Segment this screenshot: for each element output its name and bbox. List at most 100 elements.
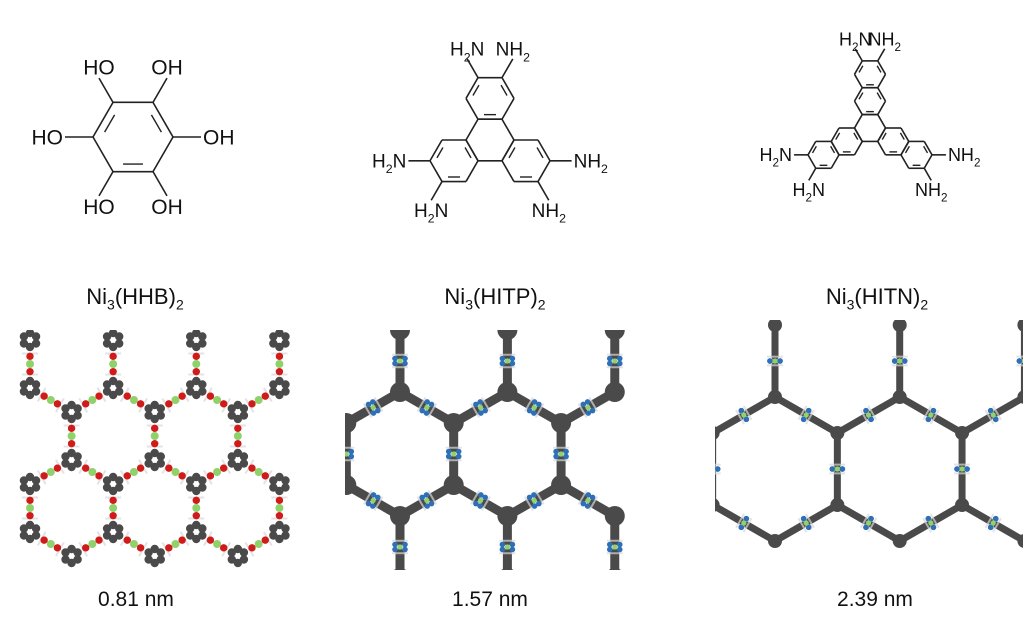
- double-bond: [858, 65, 864, 73]
- carbon-core: [608, 568, 621, 570]
- carbon-atom: [73, 404, 82, 413]
- nitrogen-atom: [424, 503, 430, 509]
- nickel-atom: [275, 360, 284, 368]
- carbon-atom: [19, 387, 29, 396]
- nickel-atom: [959, 466, 965, 472]
- carbon-atom: [67, 400, 76, 410]
- carbon-core: [551, 475, 572, 495]
- nickel-atom: [477, 497, 484, 504]
- carbon-atom: [269, 332, 278, 341]
- carbon-atom: [25, 534, 35, 544]
- bond: [501, 160, 515, 182]
- nitrogen-atom: [580, 401, 587, 408]
- nitrogen-atom: [509, 355, 516, 362]
- carbon-atom: [108, 390, 118, 400]
- double-bond: [472, 84, 480, 96]
- nitrogen-atom: [805, 407, 812, 414]
- bond: [429, 160, 443, 182]
- nitrogen-atom: [767, 358, 773, 364]
- carbon-atom: [281, 524, 290, 533]
- carbon-atom: [275, 390, 284, 400]
- bond: [152, 171, 168, 197]
- nickel-atom: [254, 540, 263, 548]
- nickel-atom: [531, 404, 537, 411]
- label-part: 2: [974, 157, 981, 170]
- nitrogen-atom: [499, 546, 506, 553]
- carbon-atom: [186, 380, 195, 389]
- bond: [923, 141, 933, 156]
- nitrogen-atom: [964, 466, 970, 472]
- label-part: NH: [948, 145, 974, 165]
- carbon-atom: [19, 339, 29, 348]
- carbon-atom: [239, 459, 249, 468]
- nickel-atom: [451, 451, 457, 457]
- nitrogen-atom: [616, 546, 623, 553]
- hydrogen-atoms: [867, 517, 878, 533]
- nickel-atom: [213, 468, 222, 476]
- hydrogen-atoms: [984, 513, 995, 529]
- carbon-atom: [102, 332, 112, 341]
- nitrogen-atom: [606, 546, 613, 553]
- double-bond: [464, 147, 472, 159]
- nitrogen-atom: [419, 494, 425, 501]
- nickel-atom: [612, 544, 618, 550]
- carbon-atom: [115, 483, 124, 492]
- nitrogen-atom: [705, 466, 711, 472]
- label-part: H: [372, 151, 386, 172]
- nitrogen-atom: [829, 466, 836, 472]
- bond: [877, 73, 887, 89]
- bond: [853, 127, 863, 142]
- carbon-atom: [233, 462, 243, 472]
- label-part: 2: [559, 211, 566, 225]
- oxygen-atom: [82, 544, 90, 552]
- carbon-atom: [150, 400, 159, 410]
- carbon-atom: [198, 524, 207, 533]
- bond: [900, 127, 910, 142]
- hydrogen-atoms: [373, 396, 384, 412]
- nh2-label: NH2: [868, 30, 901, 54]
- hydrogen-atoms: [797, 405, 808, 421]
- nitrogen-atom: [455, 453, 462, 460]
- carbon-atom: [61, 555, 70, 564]
- nitrogen-atom: [987, 407, 994, 414]
- nitrogen-atom: [392, 541, 398, 548]
- oh-label: OH: [151, 196, 183, 219]
- nitrogen-atom: [743, 515, 750, 522]
- carbon-core: [1017, 534, 1023, 548]
- double-bond: [150, 114, 162, 133]
- oxygen-atom: [261, 392, 269, 400]
- bond: [877, 100, 887, 115]
- nitrogen-atom: [370, 492, 377, 498]
- bond: [830, 154, 840, 169]
- carbon-atom: [150, 462, 159, 472]
- nitrogen-atom: [375, 494, 381, 501]
- carbon-atom: [281, 476, 290, 485]
- bond: [853, 87, 863, 102]
- nickel-atom: [46, 540, 55, 548]
- carbon-atom: [31, 332, 41, 341]
- label-part: N: [471, 40, 485, 61]
- carbon-atom: [67, 558, 76, 568]
- carbon-atom: [233, 558, 243, 568]
- nickel-atom: [26, 360, 34, 368]
- carbon-atom: [108, 520, 118, 530]
- carbon-atom: [275, 342, 284, 352]
- double-bond: [899, 132, 905, 140]
- carbon-atom: [281, 531, 290, 540]
- nitrogen-atom: [891, 358, 898, 364]
- carbon-atom: [73, 452, 82, 461]
- oxygen-atom: [178, 472, 186, 480]
- carbon-atom: [73, 459, 82, 468]
- carbon-atom: [61, 548, 70, 557]
- hydrogen-atoms: [867, 405, 878, 421]
- carbon-atom: [156, 452, 165, 461]
- nitrogen-atom: [509, 541, 516, 548]
- nitrogen-atom: [348, 448, 355, 455]
- bond: [465, 160, 479, 182]
- oxygen-atom: [136, 400, 145, 408]
- carbon-atom: [31, 524, 41, 533]
- carbon-atom: [186, 531, 195, 540]
- bond: [152, 101, 174, 138]
